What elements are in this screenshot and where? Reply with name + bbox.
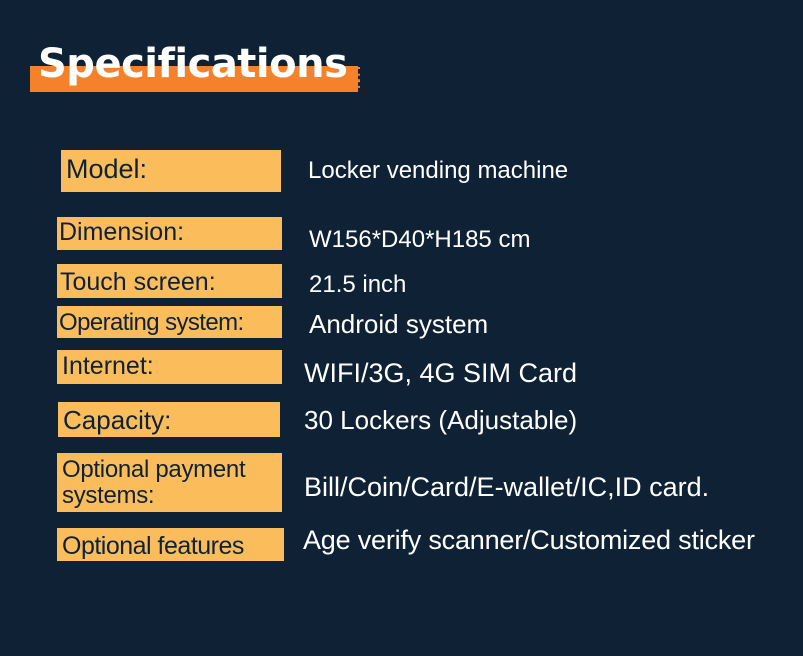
brush-stroke-decoration (321, 67, 360, 92)
spec-label-optional-payment: Optional payment systems: (57, 453, 282, 512)
spec-value-operating-system: Android system (309, 309, 489, 339)
title-banner: Specifications (30, 38, 360, 98)
spec-value-touch-screen: 21.5 inch (309, 271, 407, 298)
spec-label-optional-features: Optional features (57, 528, 284, 561)
spec-label-capacity: Capacity: (58, 402, 280, 437)
spec-label-operating-system: Operating system: (57, 306, 282, 338)
spec-value-optional-payment: Bill/Coin/Card/E-wallet/IC,ID card. (304, 472, 710, 502)
spec-label-touch-screen: Touch screen: (57, 264, 282, 298)
page-title: Specifications (38, 41, 348, 87)
spec-value-internet: WIFI/3G, 4G SIM Card (304, 358, 578, 388)
spec-value-capacity: 30 Lockers (Adjustable) (304, 405, 578, 435)
spec-value-model: Locker vending machine (308, 157, 569, 184)
spec-label-model: Model: (61, 150, 281, 192)
title-stripe (30, 66, 358, 92)
spec-value-optional-features: Age verify scanner/Customized sticker (303, 525, 755, 555)
spec-label-dimension: Dimension: (57, 217, 282, 250)
spec-value-dimension: W156*D40*H185 cm (309, 226, 531, 253)
spec-label-internet: Internet: (57, 350, 282, 384)
